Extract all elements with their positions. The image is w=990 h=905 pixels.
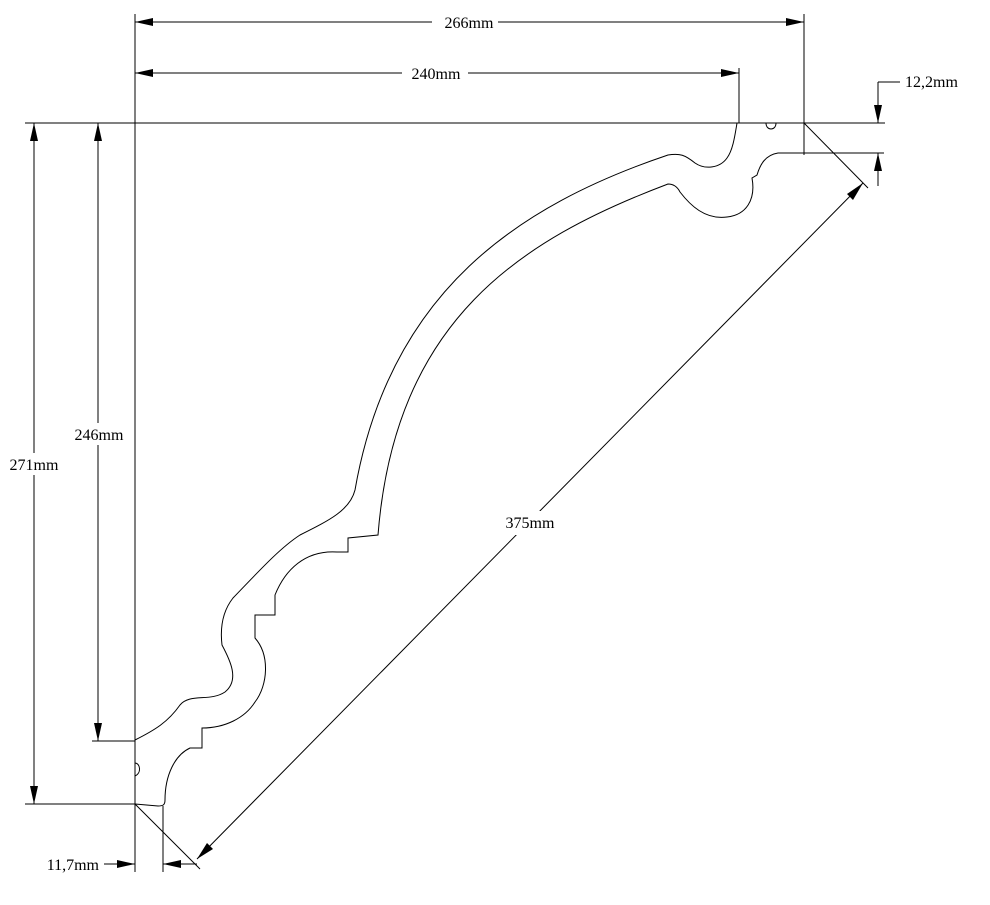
dimension-width-outer: 266mm	[135, 12, 804, 32]
arrow-down	[94, 723, 102, 741]
arrow-up	[94, 123, 102, 141]
arrow-left	[135, 18, 153, 26]
extension-lines	[25, 14, 885, 872]
diagonal-extension-top	[803, 122, 869, 189]
arrow-lower-left	[197, 843, 213, 859]
dimension-thickness-bottom: 11,7mm	[47, 857, 197, 874]
arrow-down	[30, 786, 38, 804]
arrow-right	[721, 69, 739, 77]
dimension-label-11-7: 11,7mm	[47, 857, 100, 874]
profile-outer-edge	[134, 122, 738, 804]
profile-inner-edge	[134, 123, 805, 807]
dimension-height-inner: 246mm	[66, 123, 130, 741]
arrow-left	[163, 860, 181, 868]
dimension-thickness-top: 12,2mm	[874, 74, 958, 186]
dimension-height-outer: 271mm	[2, 123, 66, 804]
dimension-label-266: 266mm	[445, 15, 494, 32]
dimension-diagonal: 375mm	[134, 122, 869, 870]
dimension-label-375: 375mm	[506, 515, 555, 532]
arrow-right	[117, 860, 135, 868]
arrow-up	[874, 153, 882, 171]
profile-outline	[134, 122, 805, 807]
profile-top-groove	[765, 122, 777, 130]
arrow-upper-right	[847, 183, 863, 200]
dimension-label-12-2: 12,2mm	[905, 74, 958, 91]
arrow-down	[874, 105, 882, 123]
dimension-label-246: 246mm	[75, 427, 124, 444]
arrow-left	[135, 69, 153, 77]
arrow-up	[30, 123, 38, 141]
dimension-label-240: 240mm	[412, 66, 461, 83]
dimension-width-inner: 240mm	[135, 63, 739, 83]
arrow-right	[786, 18, 804, 26]
diagonal-extension-bottom	[134, 803, 201, 870]
dimension-label-271: 271mm	[10, 457, 59, 474]
